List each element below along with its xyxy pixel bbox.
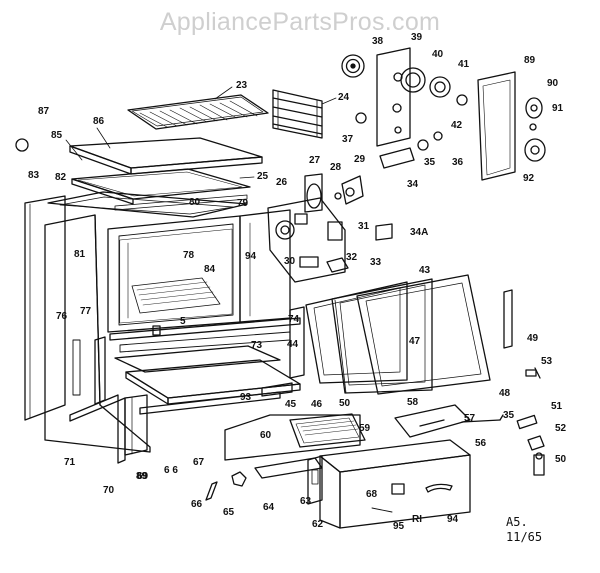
side-trim-pieces-drawing xyxy=(477,71,546,181)
broiler-drawer-drawing xyxy=(205,404,471,529)
callout-81[interactable]: 81 xyxy=(74,249,86,260)
callout-66-pair[interactable]: 6 6 xyxy=(164,465,178,476)
callout-40[interactable]: 40 xyxy=(432,49,444,60)
watermark-text: AppliancePartsPros.com xyxy=(159,8,441,36)
callout-91[interactable]: 91 xyxy=(552,103,564,114)
callout-95[interactable]: 95 xyxy=(393,521,405,532)
callout-59[interactable]: 59 xyxy=(359,423,371,434)
oven-door-panels-drawing xyxy=(305,274,541,395)
callout-37[interactable]: 37 xyxy=(342,134,354,145)
element-drawing xyxy=(289,306,305,379)
top-panel-drawing xyxy=(69,137,263,175)
oven-rack-drawing xyxy=(127,94,269,130)
callout-58[interactable]: 58 xyxy=(407,397,419,408)
callout-85[interactable]: 85 xyxy=(51,130,63,141)
callout-64[interactable]: 64 xyxy=(263,502,275,513)
callout-24[interactable]: 24 xyxy=(338,92,350,103)
callout-35-bottom[interactable]: 35 xyxy=(503,410,515,421)
callout-25[interactable]: 25 xyxy=(257,171,269,182)
callout-70[interactable]: 70 xyxy=(103,485,115,496)
callout-67[interactable]: 67 xyxy=(193,457,205,468)
callout-63[interactable]: 63 xyxy=(300,496,312,507)
callout-57[interactable]: 57 xyxy=(464,413,476,424)
callout-39[interactable]: 39 xyxy=(411,32,423,43)
callout-45[interactable]: 45 xyxy=(285,399,297,410)
callout-26[interactable]: 26 xyxy=(276,177,288,188)
callout-74[interactable]: 74 xyxy=(288,314,300,325)
callout-36[interactable]: 36 xyxy=(452,157,464,168)
callout-71[interactable]: 71 xyxy=(64,457,76,468)
callout-60[interactable]: 60 xyxy=(260,430,272,441)
callout-31[interactable]: 31 xyxy=(358,221,370,232)
callout-66[interactable]: 66 xyxy=(191,499,203,510)
callout-5[interactable]: 5 xyxy=(180,316,186,327)
callout-30[interactable]: 30 xyxy=(284,256,296,267)
callout-43[interactable]: 43 xyxy=(419,265,431,276)
callout-76[interactable]: 76 xyxy=(56,311,68,322)
control-knobs-drawing xyxy=(341,47,468,169)
callout-94[interactable]: 94 xyxy=(245,251,257,262)
callout-69[interactable]: 69 xyxy=(137,471,149,482)
control-panel-side-drawing xyxy=(267,173,364,283)
callout-50-right[interactable]: 50 xyxy=(555,454,567,465)
callout-47[interactable]: 47 xyxy=(409,336,421,347)
callout-23[interactable]: 23 xyxy=(236,80,248,91)
callout-56[interactable]: 56 xyxy=(475,438,487,449)
callout-50-top[interactable]: 50 xyxy=(339,398,351,409)
callout-35-top[interactable]: 35 xyxy=(424,157,436,168)
callout-65[interactable]: 65 xyxy=(223,507,235,518)
callout-53[interactable]: 53 xyxy=(541,356,553,367)
diagram-code-line2: 11/65 xyxy=(506,530,543,544)
callout-61[interactable]: RI xyxy=(412,514,422,525)
callout-80-top[interactable]: 80 xyxy=(189,197,201,208)
insulation-pad-drawing xyxy=(71,168,251,205)
callout-73[interactable]: 73 xyxy=(251,340,263,351)
door-side-strips-drawing xyxy=(69,336,281,464)
callout-62[interactable]: 62 xyxy=(312,519,324,530)
callout-42[interactable]: 42 xyxy=(451,120,463,131)
callout-86[interactable]: 86 xyxy=(93,116,105,127)
callout-44[interactable]: 44 xyxy=(287,339,299,350)
callout-29[interactable]: 29 xyxy=(354,154,366,165)
callout-52[interactable]: 52 xyxy=(555,423,567,434)
diagram-code-line1: A5. xyxy=(506,515,528,529)
callout-77[interactable]: 77 xyxy=(80,306,92,317)
callout-27[interactable]: 27 xyxy=(309,155,321,166)
callout-79[interactable]: 79 xyxy=(237,198,249,209)
callout-82[interactable]: 82 xyxy=(55,172,67,183)
callout-51[interactable]: 51 xyxy=(551,401,563,412)
callout-89-top[interactable]: 89 xyxy=(524,55,536,66)
callout-41[interactable]: 41 xyxy=(458,59,470,70)
hardware-drawing xyxy=(461,414,545,476)
rack-guide-drawing xyxy=(272,89,323,139)
callout-90[interactable]: 90 xyxy=(547,78,559,89)
callout-38[interactable]: 38 xyxy=(372,36,384,47)
callout-78[interactable]: 78 xyxy=(183,250,195,261)
callout-34[interactable]: 34 xyxy=(407,179,419,190)
callout-46[interactable]: 46 xyxy=(311,399,323,410)
callout-83[interactable]: 83 xyxy=(28,170,40,181)
small-parts-drawing xyxy=(15,138,393,397)
callout-28[interactable]: 28 xyxy=(330,162,342,173)
callout-33[interactable]: 33 xyxy=(370,257,382,268)
callout-93[interactable]: 93 xyxy=(240,392,252,403)
callout-84[interactable]: 84 xyxy=(204,264,216,275)
callout-49[interactable]: 49 xyxy=(527,333,539,344)
callout-87[interactable]: 87 xyxy=(38,106,50,117)
callout-68[interactable]: 68 xyxy=(366,489,378,500)
callout-94-bottom[interactable]: 94 xyxy=(447,514,459,525)
cabinet-body-drawing xyxy=(24,191,301,453)
diagram-code: A5. 11/65 xyxy=(506,515,542,545)
callout-34a[interactable]: 34A xyxy=(410,227,429,238)
callout-92[interactable]: 92 xyxy=(523,173,535,184)
callout-32[interactable]: 32 xyxy=(346,252,358,263)
callout-89[interactable]: 89 xyxy=(136,471,148,482)
callout-48[interactable]: 48 xyxy=(499,388,511,399)
